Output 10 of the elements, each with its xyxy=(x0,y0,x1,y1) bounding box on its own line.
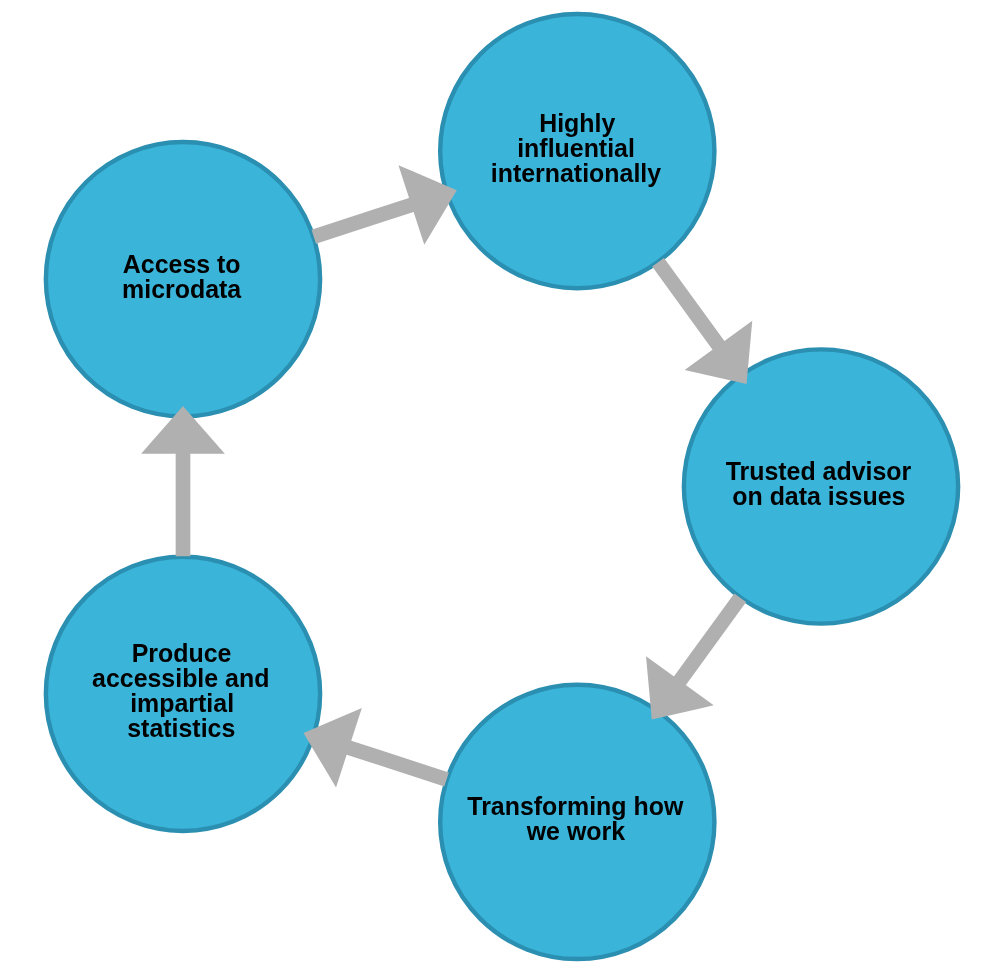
node-circle: Transforming how we work xyxy=(438,682,717,962)
node-circle: Trusted advisor on data issues xyxy=(681,347,961,626)
arrow xyxy=(646,593,747,720)
node-circle: Produce accessible and impartial statistics xyxy=(43,554,323,834)
arrow xyxy=(311,165,457,245)
arrow xyxy=(652,258,753,384)
arrow xyxy=(141,405,225,557)
arrow xyxy=(303,707,449,788)
node-circle: Highly influential internationally xyxy=(438,11,717,291)
node-circle: Access to microdata xyxy=(43,139,323,419)
